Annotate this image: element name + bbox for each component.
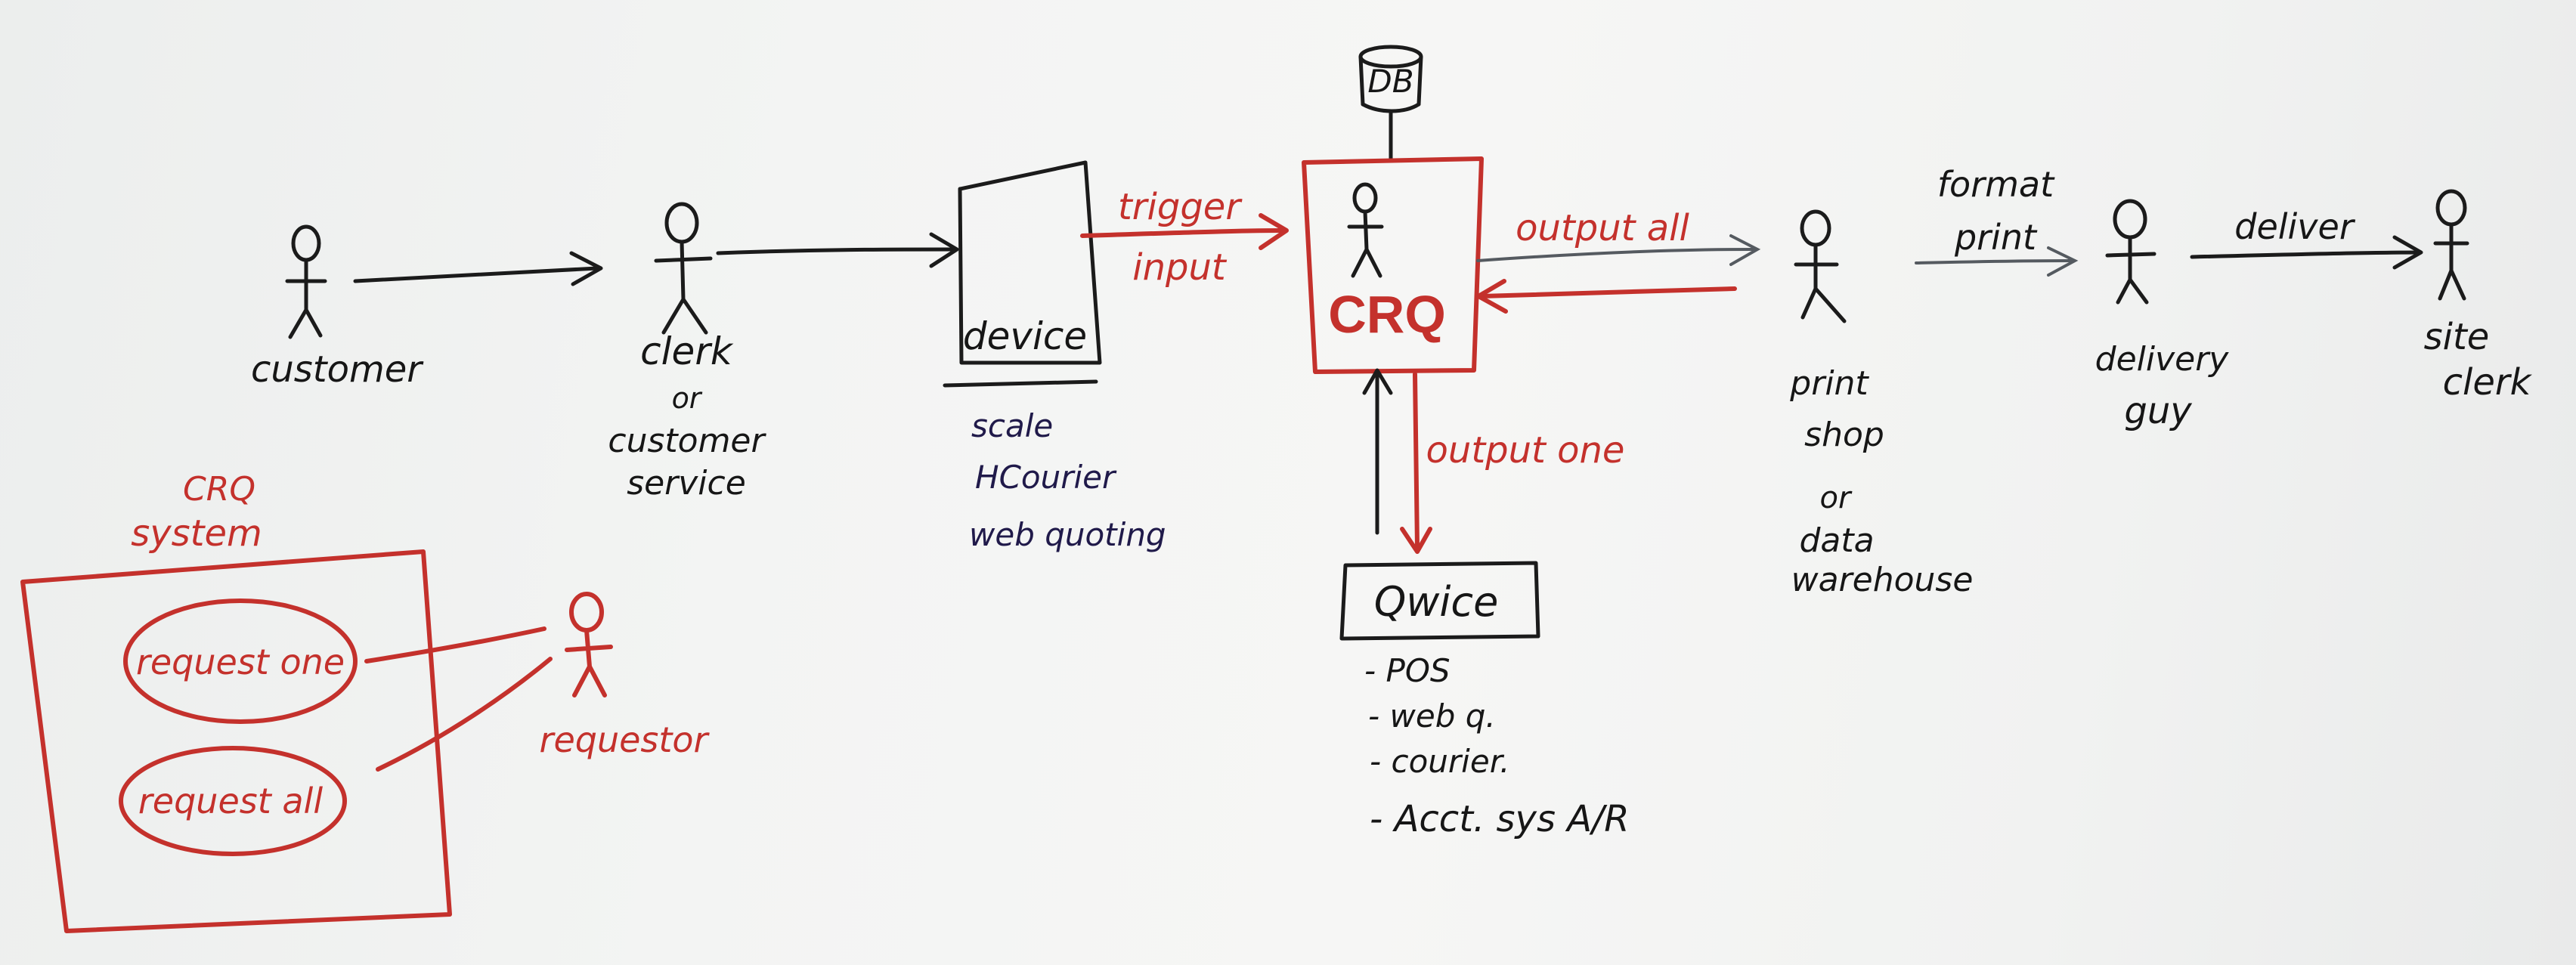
customer-stick-figure [285, 224, 327, 339]
qwice-note-courier: - courier. [1370, 743, 1509, 780]
format-label: format [1937, 164, 2055, 205]
db-label: DB [1367, 63, 1413, 100]
clerk-label-line4: service [627, 464, 746, 503]
qwice-note-pos: - POS [1364, 652, 1451, 689]
deliver-label: deliver [2234, 206, 2356, 247]
device-note-scale: scale [971, 407, 1053, 444]
device-box [943, 160, 1102, 388]
print-shop-label-line2: shop [1804, 416, 1884, 454]
arrow-clerk-to-device [716, 232, 959, 268]
print-shop-stick-figure [1794, 209, 1847, 323]
input-label: input [1132, 246, 1228, 289]
print-shop-label-line3: or [1820, 481, 1853, 515]
db-cylinder [1358, 45, 1423, 162]
use-case-request-all [119, 746, 347, 856]
site-clerk-stick-figure [2433, 189, 2469, 301]
crq-stick-figure [1347, 182, 1384, 278]
arrow-device-to-crq [1080, 213, 1289, 250]
use-case-request-one [123, 598, 358, 724]
print-shop-label-line4: data [1799, 521, 1874, 560]
crq-system-title-line2: system [131, 512, 262, 555]
site-clerk-label-line2: clerk [2443, 361, 2533, 404]
site-clerk-label-line1: site [2424, 316, 2490, 358]
arrow-delivery-to-site-clerk [2190, 235, 2423, 270]
qwice-note-web-q: - web q. [1368, 697, 1496, 735]
arrow-print-shop-to-crq [1476, 279, 1737, 314]
qwice-label: Qwice [1374, 578, 1499, 626]
print-label: print [1954, 217, 2038, 258]
arrow-crq-to-print-shop [1476, 234, 1761, 266]
arrow-crq-to-qwice [1400, 372, 1432, 554]
trigger-label: trigger [1118, 186, 1243, 228]
clerk-label-line1: clerk [640, 329, 734, 373]
print-shop-label-line1: print [1789, 364, 1869, 403]
requestor-label: requestor [540, 719, 711, 760]
qwice-box [1339, 561, 1540, 641]
clerk-label-line2: or [672, 382, 703, 415]
crq-label: CRQ [1328, 285, 1446, 344]
clerk-stick-figure [654, 202, 713, 335]
qwice-note-acct: - Acct. sys A/R [1370, 798, 1630, 840]
delivery-guy-stick-figure [2105, 199, 2156, 305]
use-case-request-one-label: request one [136, 642, 345, 682]
crq-system-boundary [20, 549, 452, 933]
crq-system-title-line1: CRQ [183, 470, 255, 509]
customer-label: customer [251, 348, 424, 391]
crq-box [1302, 156, 1484, 374]
association-request-all-requestor [376, 657, 553, 772]
device-label: device [963, 314, 1087, 358]
arrow-print-shop-to-delivery [1915, 246, 2079, 277]
output-all-label: output all [1516, 207, 1689, 249]
clerk-label-line3: customer [608, 422, 766, 460]
requestor-stick-figure [565, 592, 613, 697]
device-note-courier: HCourier [975, 459, 1117, 496]
output-one-label: output one [1426, 429, 1625, 472]
print-shop-label-line5: warehouse [1791, 561, 1974, 599]
association-request-one-requestor [364, 626, 546, 663]
delivery-label-line1: delivery [2095, 340, 2230, 379]
use-case-request-all-label: request all [138, 781, 323, 821]
device-note-web-quoting: web quoting [969, 516, 1166, 553]
arrow-customer-to-clerk [353, 251, 603, 286]
delivery-label-line2: guy [2124, 390, 2192, 432]
arrow-qwice-to-crq [1362, 368, 1393, 535]
